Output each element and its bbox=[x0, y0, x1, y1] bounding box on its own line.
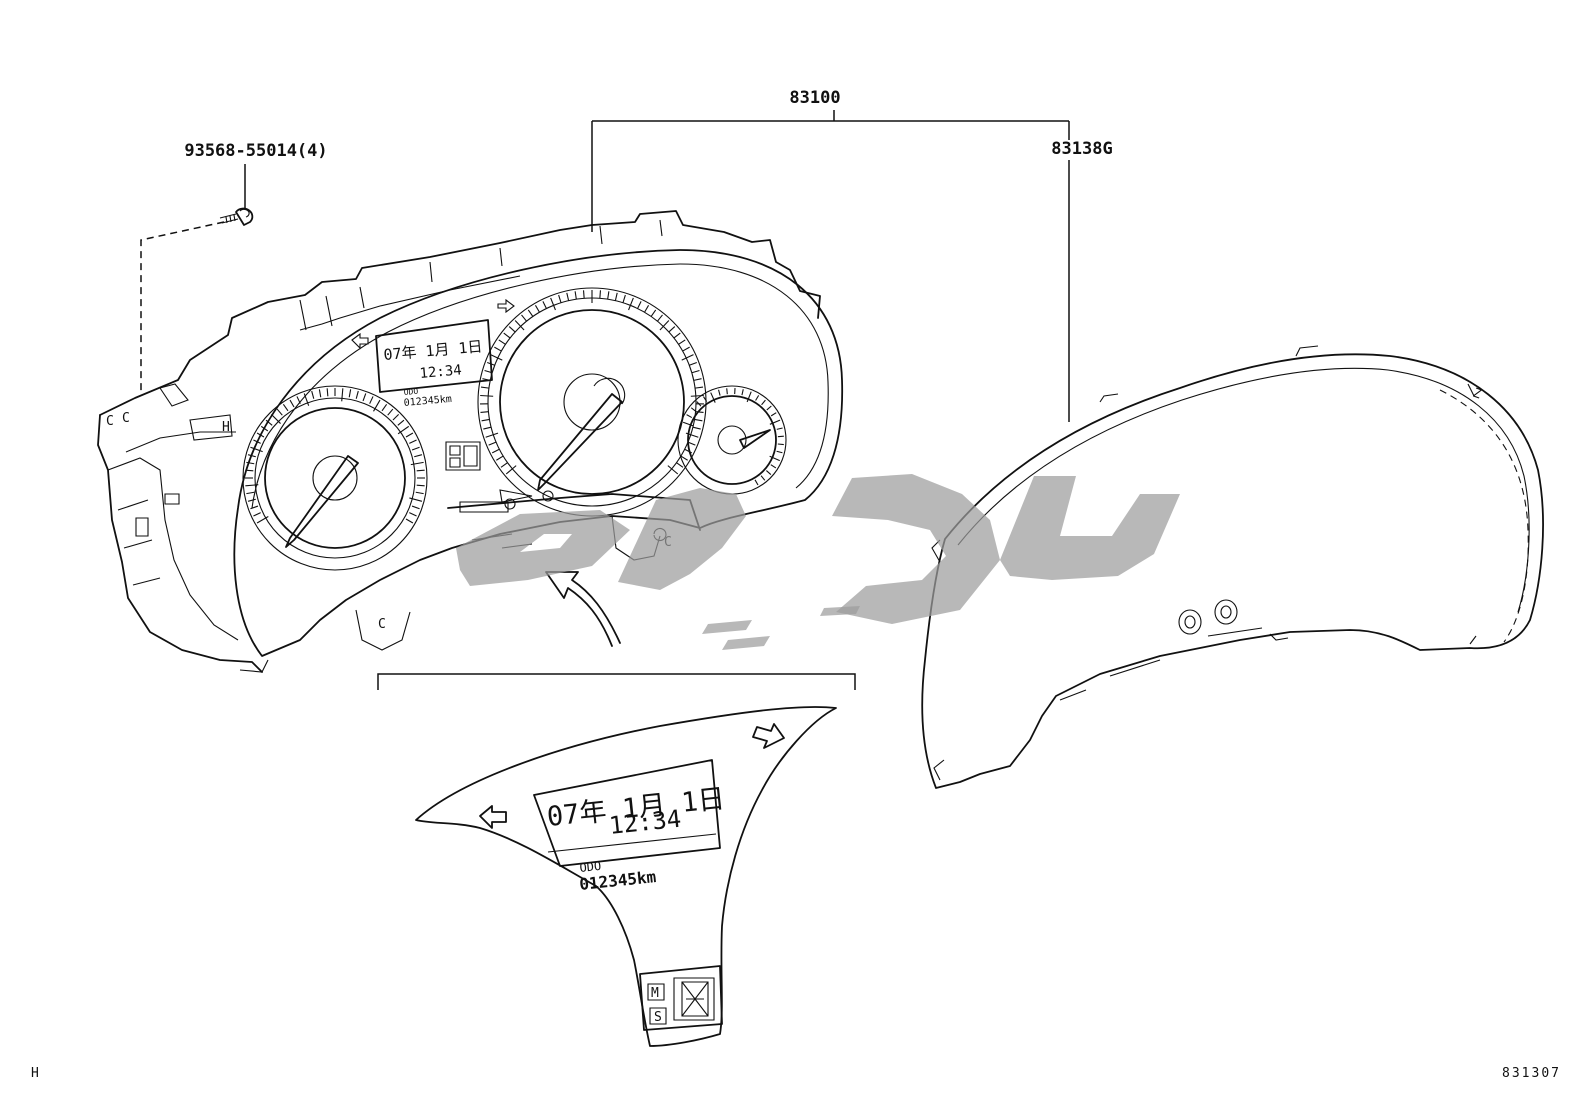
svg-text:07年 1月 1日: 07年 1月 1日 bbox=[383, 337, 483, 364]
leaders: 83100 83138G 93568-55014(4) bbox=[140, 88, 1113, 690]
corner-label: H bbox=[31, 1066, 39, 1081]
drawing-number: 831307 bbox=[1502, 1066, 1561, 1081]
lens-cover: Z bbox=[921, 345, 1544, 789]
mode-m-label: M bbox=[651, 986, 659, 1001]
instrument-cluster: C C H 07年 1月 1日 12:34 ODO 01234 bbox=[97, 210, 844, 673]
svg-text:Z: Z bbox=[1471, 386, 1484, 403]
left-arrow-icon bbox=[479, 805, 507, 829]
svg-text:C: C bbox=[378, 617, 386, 632]
svg-text:C: C bbox=[106, 414, 114, 429]
svg-text:12:34: 12:34 bbox=[419, 362, 462, 382]
detail-odo-label: ODO bbox=[579, 859, 602, 875]
svg-text:C: C bbox=[122, 411, 130, 426]
label-part-83138g: 83138G bbox=[1051, 139, 1112, 159]
label-part-83100: 83100 bbox=[789, 88, 840, 108]
mode-s-label: S bbox=[654, 1010, 662, 1025]
watermark-logo bbox=[456, 474, 1180, 650]
svg-text:H: H bbox=[222, 420, 230, 435]
callout-arrow-icon bbox=[545, 571, 621, 647]
label-part-screw: 93568-55014(4) bbox=[184, 141, 327, 161]
screw-icon bbox=[219, 207, 254, 226]
display-panel-detail: 07年 1月 1日 12:34 ODO 012345km M S bbox=[415, 706, 837, 1047]
right-arrow-icon bbox=[752, 723, 785, 749]
svg-text:012345km: 012345km bbox=[403, 394, 452, 409]
svg-text:ODO: ODO bbox=[403, 387, 418, 397]
